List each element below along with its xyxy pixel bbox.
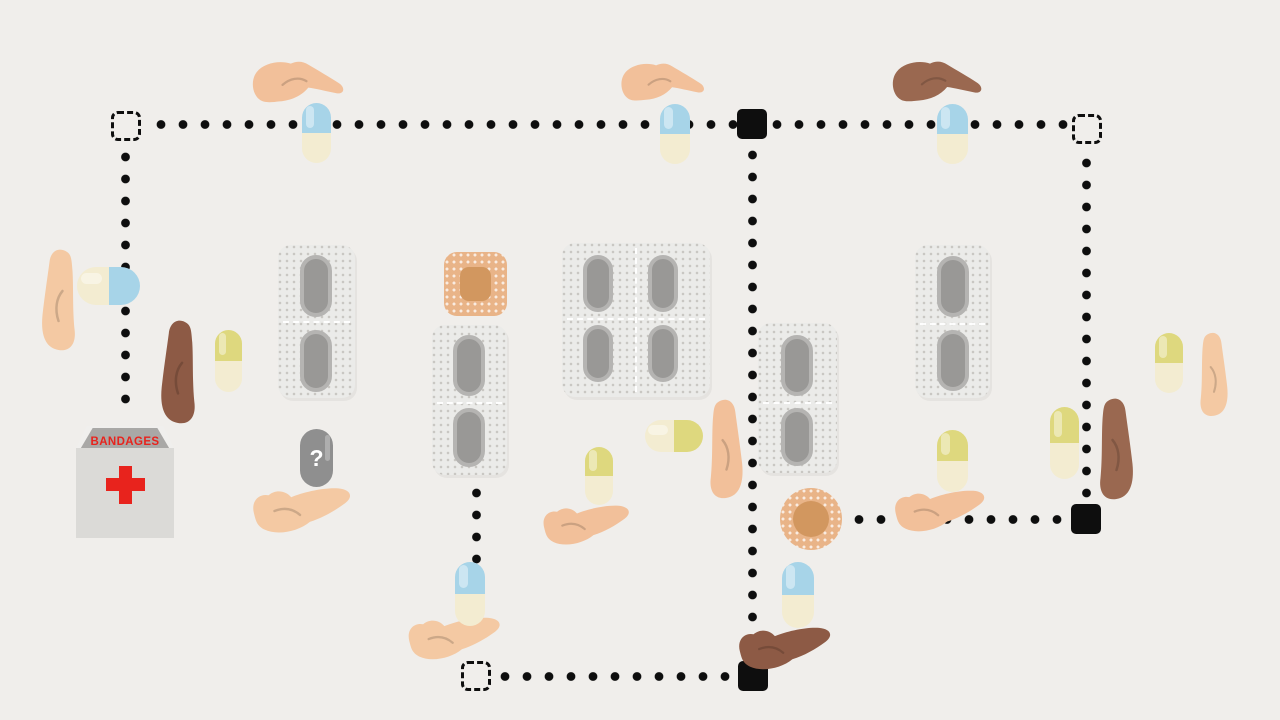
perforation	[635, 248, 637, 392]
bandage-pad	[793, 501, 829, 537]
route-dotted-line-mid	[471, 482, 481, 630]
blue-capsule-icon	[937, 104, 968, 164]
hand-palm-up-icon	[886, 489, 994, 536]
blister-pack-icon	[432, 325, 507, 475]
blister-pill	[583, 255, 613, 312]
route-dotted-line-bottom	[494, 671, 738, 681]
blister-pill	[453, 335, 485, 396]
blue-capsule-icon	[77, 267, 140, 305]
blister-pack-icon	[278, 245, 355, 398]
blister-pill	[453, 408, 485, 467]
hand-palm-up-icon	[730, 626, 840, 674]
yellow-capsule-icon	[937, 430, 968, 492]
hand-palm-down-icon	[247, 60, 353, 106]
blister-pill	[937, 256, 969, 317]
blue-capsule-icon	[782, 562, 814, 628]
blister-pill	[781, 408, 813, 466]
hand-vertical-icon	[1092, 396, 1141, 502]
hand-vertical-icon	[1195, 321, 1233, 428]
perforation	[437, 402, 502, 404]
blister-pill	[781, 335, 813, 396]
red-cross-icon	[106, 478, 145, 491]
bandages-label: BANDAGES	[90, 436, 160, 448]
round-bandage-icon	[780, 488, 842, 550]
blister-pill	[648, 255, 678, 312]
blister-pill	[648, 325, 678, 382]
question-capsule-icon: ?	[300, 429, 333, 487]
bandages-box: BANDAGES	[76, 426, 174, 538]
question-mark-label: ?	[309, 444, 324, 471]
bandage-pad	[460, 267, 491, 301]
yellow-capsule-icon	[645, 420, 703, 452]
hand-palm-down-icon	[886, 60, 992, 105]
box-opening	[80, 428, 170, 448]
blister-pack-icon	[915, 245, 990, 398]
yellow-capsule-icon	[215, 330, 242, 392]
blue-capsule-icon	[455, 562, 485, 626]
blister-pill	[583, 325, 613, 382]
route-dotted-line-right	[1081, 152, 1091, 504]
hand-palm-up-icon	[247, 486, 357, 538]
blue-capsule-icon	[302, 103, 331, 163]
yellow-capsule-icon	[1050, 407, 1079, 479]
hand-vertical-icon	[704, 396, 749, 502]
yellow-capsule-icon	[585, 447, 613, 505]
waypoint-solid-icon	[1071, 504, 1101, 534]
waypoint-dashed-icon	[1072, 114, 1102, 144]
square-bandage-icon	[444, 252, 507, 316]
yellow-capsule-icon	[1155, 333, 1183, 393]
blister-pack-icon	[758, 323, 837, 473]
perforation	[920, 323, 985, 325]
waypoint-dashed-icon	[461, 661, 491, 691]
waypoint-solid-icon	[737, 109, 767, 139]
blister-pill	[300, 255, 332, 317]
blister-pack-icon	[562, 243, 710, 397]
perforation	[283, 321, 350, 323]
blue-capsule-icon	[660, 104, 690, 164]
hand-vertical-icon	[35, 247, 82, 353]
hand-palm-up-icon	[398, 616, 511, 664]
blister-pill	[300, 330, 332, 392]
blister-pill	[937, 330, 969, 391]
route-dotted-line-top	[150, 119, 1070, 129]
route-dotted-line-right-h	[848, 514, 1068, 524]
hand-palm-up-icon	[534, 504, 639, 549]
hand-palm-down-icon	[611, 62, 718, 104]
hand-vertical-icon	[154, 318, 202, 426]
waypoint-dashed-icon	[111, 111, 141, 141]
route-dotted-line-center	[747, 144, 757, 664]
perforation	[763, 402, 832, 404]
